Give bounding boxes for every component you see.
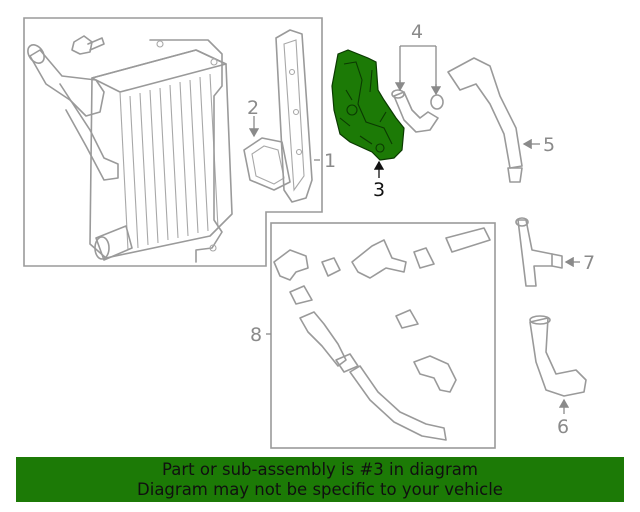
banner-line-1: Part or sub-assembly is #3 in diagram bbox=[162, 460, 478, 479]
callout-8: 8 bbox=[250, 324, 262, 346]
callout-7: 7 bbox=[583, 252, 595, 274]
oil-cooler-illustration bbox=[27, 35, 233, 263]
parts-diagram: 1 2 3 4 5 6 7 8 bbox=[23, 17, 595, 449]
pipe-7-illustration bbox=[515, 217, 563, 287]
cooler-assembly-frame bbox=[23, 17, 323, 267]
callout-5: 5 bbox=[543, 134, 555, 156]
callout-3: 3 bbox=[373, 179, 385, 201]
hose-6-illustration bbox=[529, 315, 587, 397]
hose-5-illustration bbox=[447, 57, 523, 183]
callout-4: 4 bbox=[411, 21, 423, 43]
callout-2: 2 bbox=[247, 97, 259, 119]
callout-6: 6 bbox=[557, 416, 569, 438]
adapter-plate-illustration bbox=[275, 29, 313, 203]
banner-line-2: Diagram may not be specific to your vehi… bbox=[137, 480, 503, 499]
highlighted-part-3 bbox=[331, 49, 405, 161]
kit-8-illustration bbox=[273, 227, 491, 441]
kit-8-frame bbox=[270, 222, 496, 449]
info-banner: Part or sub-assembly is #3 in diagram Di… bbox=[16, 457, 624, 502]
callout-1: 1 bbox=[324, 150, 336, 172]
